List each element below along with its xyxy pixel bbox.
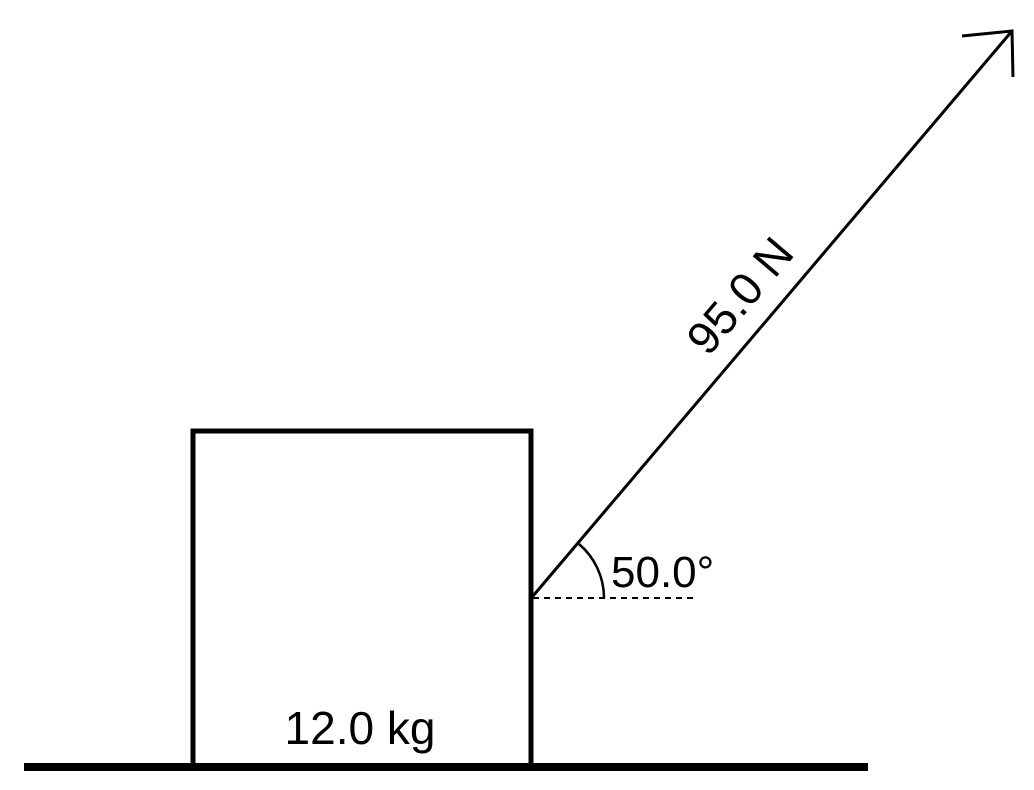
force-arrowhead-icon — [961, 29, 1015, 78]
block-mass-label: 12.0 kg — [285, 702, 436, 754]
block — [190, 428, 534, 770]
angle-arc — [578, 543, 606, 599]
angle-label: 50.0° — [611, 548, 714, 597]
force-vector — [531, 30, 1014, 597]
force-label: 95.0 N — [676, 227, 803, 364]
